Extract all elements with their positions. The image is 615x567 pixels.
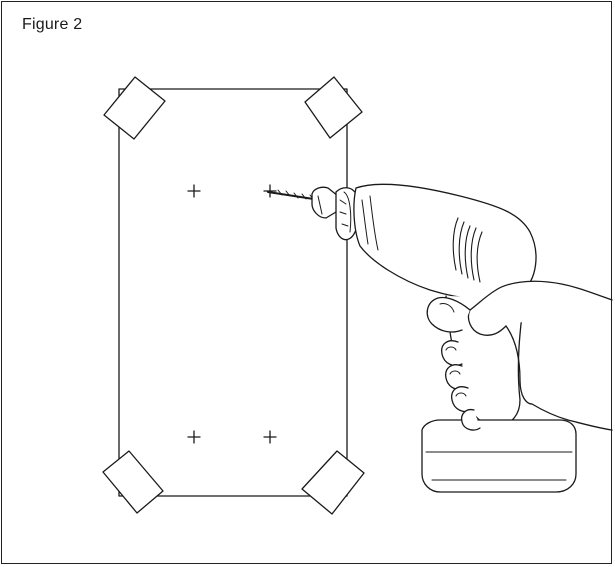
tape-strip-top-left <box>103 76 166 140</box>
vent-slots <box>452 217 483 283</box>
cordless-drill-icon <box>267 183 577 493</box>
crosshair-icon <box>263 430 277 444</box>
crosshair-icon <box>187 430 201 444</box>
tape-strip-top-right <box>304 76 363 139</box>
figure-label: Figure 2 <box>22 16 83 33</box>
tape-strip-bottom-left <box>102 450 164 514</box>
crosshair-icon <box>187 184 201 198</box>
tape-strip-bottom-right <box>301 450 365 515</box>
template-panel <box>118 88 348 497</box>
hand-icon <box>426 280 613 431</box>
crosshair-icon <box>263 184 277 198</box>
